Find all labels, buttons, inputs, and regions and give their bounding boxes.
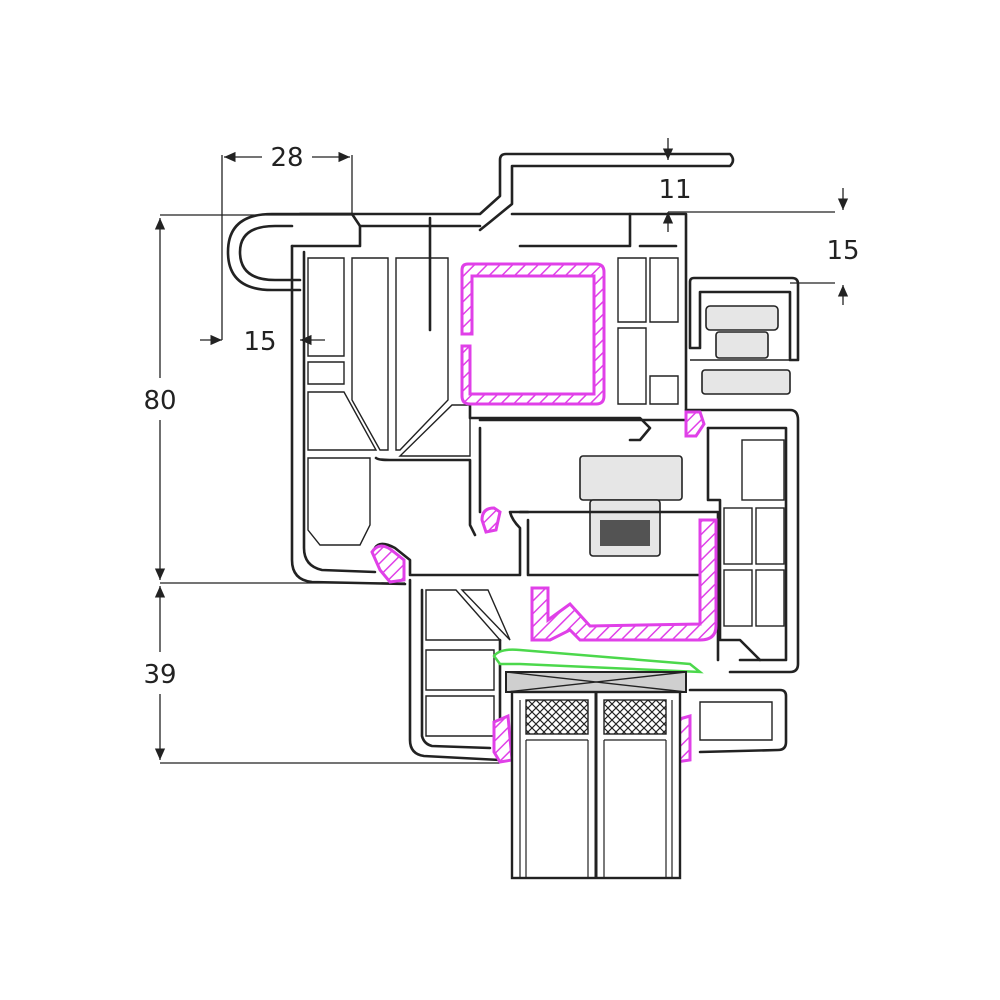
dim-label-11: 11 [658,175,691,205]
sash-glazing-bead-chamber [699,701,773,741]
sash-chamber-r5 [755,569,785,627]
sash-inner-chamber [526,518,712,577]
hardware-block-mid [715,331,769,359]
sash-right-outer [684,408,800,674]
frame-bottom-ledge [468,403,652,442]
frame-bottom-connector [373,510,530,577]
frame-right-chamber-3 [617,327,647,405]
frame-left-wall-inner [302,250,377,574]
sash-inner-wall [706,426,762,662]
frame-right-chamber-2 [649,257,679,323]
frame-top-extension [298,152,735,232]
sash-chamber-l3 [425,649,495,691]
frame-steel-hatched [460,262,606,406]
glazing-bead-seal-green [492,648,704,674]
frame-left-wall [290,244,407,586]
sash-steel-hatched [530,518,718,642]
sash-rebate [518,510,720,662]
insulated-glass-unit [505,671,687,880]
gasket-sash-inner [480,506,502,534]
glass-spacer-diag-2 [505,671,687,693]
frame-chamber-6 [307,457,371,546]
sash-right-inner [706,426,788,662]
frame-right-chamber-1 [617,257,647,323]
sash-glazing-bead [688,688,788,754]
frame-right-chamber-4 [649,375,679,405]
sash-chamber-r4 [723,569,753,627]
frame-drip-hook-inner [238,224,302,282]
frame-chamber-3 [395,257,449,451]
sash-chamber-r2 [723,507,753,565]
sash-chamber-l2 [460,589,511,641]
dim-label-15-right: 15 [826,236,859,266]
frame-central-web [374,456,477,537]
frame-chamber-2 [351,257,389,451]
hardware-assembly [579,276,800,557]
frame-left-top-corner [290,224,362,248]
dim-label-80: 80 [143,386,176,416]
frame-chamber-1 [307,257,345,357]
frame-top-chamber-line [518,212,632,248]
frame-steel-reinforcement [460,262,606,406]
lock-keeper-core [600,520,650,546]
gasket-frame-right [684,410,706,438]
sash-profile [408,408,800,762]
sash-left-wall [408,578,502,762]
frame-chamber-5 [307,391,378,451]
dim-label-39: 39 [143,660,176,690]
hardware-plate [701,369,791,395]
hardware-channel [688,276,800,362]
sash-chamber-l1 [425,589,502,641]
frame-chamber-4 [307,361,345,385]
hardware-block-top [705,305,779,331]
sash-left-wall-inner [420,588,492,750]
frame-top-right [510,212,688,412]
sash-chamber-r1 [741,439,785,501]
dimension-lines [154,138,849,764]
sash-chamber-r3 [755,507,785,565]
glass-desiccant-right [603,699,667,735]
outer-frame-profile [226,152,735,586]
dim-label-28: 28 [270,143,303,173]
frame-drip-hook [226,212,354,292]
glass-desiccant-left [525,699,589,735]
dim-label-15-left: 15 [243,327,276,357]
lock-block [579,455,683,501]
frame-top-inner-line [350,212,482,228]
gasket-glass-left [492,713,514,764]
frame-lower-gasket [370,544,406,584]
sash-chamber-l4 [425,695,495,737]
